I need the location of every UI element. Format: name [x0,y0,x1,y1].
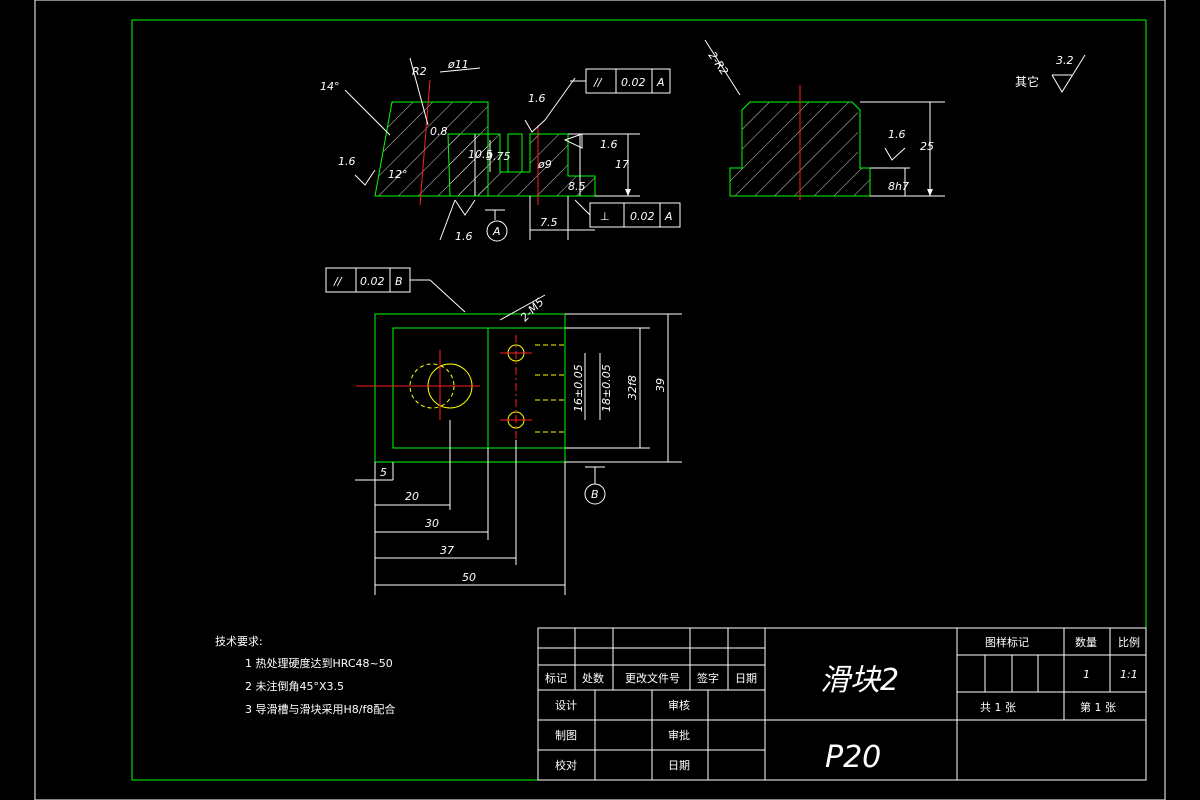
datum-b-label: B [591,488,599,501]
surface-finish-symbol [1051,54,1086,93]
dim-rough-3: 1.6 [600,138,618,151]
tb-sheet-no: 第 1 张 [1080,700,1116,714]
front-section-view [344,57,681,242]
tech-req-item-1: 1 热处理硬度达到HRC48~50 [245,656,393,670]
dim-angle-14: 14° [320,80,340,93]
dim-5: 5 [380,466,387,479]
dim-7-5: 7.5 [540,216,558,229]
tol-a-ref: A [656,76,665,89]
dim-d9: ø9 [537,158,552,171]
tb-design: 设计 [555,699,577,712]
tb-approve: 审批 [668,728,690,742]
dim-0-8: 0.8 [430,125,448,138]
tol-a-symbol: // [593,76,603,89]
tol-perp-value: 0.02 [630,210,655,223]
tb-sample-mark: 图样标记 [985,635,1029,649]
tol-b-symbol: // [333,275,343,288]
dim-rough-4: 1.6 [455,230,473,243]
dim-rough-1: 1.6 [528,92,546,105]
top-view [325,267,682,595]
datum-a-label: A [492,225,501,238]
side-section-view [704,39,945,200]
tb-review: 审核 [668,698,690,712]
tb-quantity-label: 数量 [1075,636,1097,649]
tb-count: 处数 [582,672,604,685]
dim-8-5: 8.5 [568,180,586,193]
parallel-tolerance-b [325,267,466,313]
datum-a-circle [486,220,508,242]
tb-check: 校对 [555,758,577,772]
dim-r2: R2 [412,65,427,78]
surface-other-label: 其它 [1015,74,1039,89]
tb-scale-value: 1:1 [1120,668,1138,681]
tb-date2: 日期 [668,759,690,772]
tech-req-title: 技术要求: [215,635,263,648]
title-block [537,627,1147,781]
dim-17: 17 [615,158,629,171]
dim-50: 50 [462,571,476,584]
tech-req-item-3: 3 导滑槽与滑块采用H8/f8配合 [245,702,395,716]
drawing-number: P20 [825,740,881,775]
slot-outline [507,133,523,173]
tb-sign: 签字 [697,671,719,685]
tol-perp-symbol: ⊥ [600,210,610,223]
dim-side-rough: 1.6 [888,128,906,141]
dim-d11: ø11 [447,58,469,71]
dim-10-5: 10.5 [468,148,493,161]
dim-rough-2: 1.6 [338,155,356,168]
tb-mark: 标记 [545,671,567,685]
dim-2-m5: 2-M5 [518,296,547,325]
dim-25: 25 [920,140,934,153]
tol-a-value: 0.02 [621,76,646,89]
tb-draw: 制图 [555,729,577,742]
tb-doc: 更改文件号 [625,671,680,685]
dim-9-75: 9.75 [486,150,511,163]
tech-req-item-2: 2 未注倒角45°X3.5 [245,679,344,693]
dim-20: 20 [405,490,419,503]
dim-8h7: 8h7 [888,180,909,193]
dim-angle-12: 12° [388,168,408,181]
outer-border [34,0,1166,800]
part-name: 滑块2 [820,663,899,698]
tb-total-sheets: 共 1 张 [980,701,1016,714]
tol-b-value: 0.02 [360,275,385,288]
dim-16: 16±0.05 [572,364,585,412]
dim-39: 39 [654,378,667,392]
datum-b-circle [584,483,606,505]
tb-quantity-value: 1 [1083,668,1090,681]
dim-32: 32f8 [626,375,639,400]
dim-18: 18±0.05 [600,364,613,412]
surface-other-value: 3.2 [1056,54,1074,67]
dim-2-r2: 2-R2 [706,49,731,77]
dim-30: 30 [425,517,439,530]
tol-b-ref: B [395,275,403,288]
tb-date: 日期 [735,672,757,685]
parallel-tolerance-a [570,68,671,94]
dim-37: 37 [440,544,454,557]
tol-perp-ref: A [664,210,673,223]
tb-scale-label: 比例 [1118,635,1140,649]
perp-tolerance-a [574,199,681,228]
